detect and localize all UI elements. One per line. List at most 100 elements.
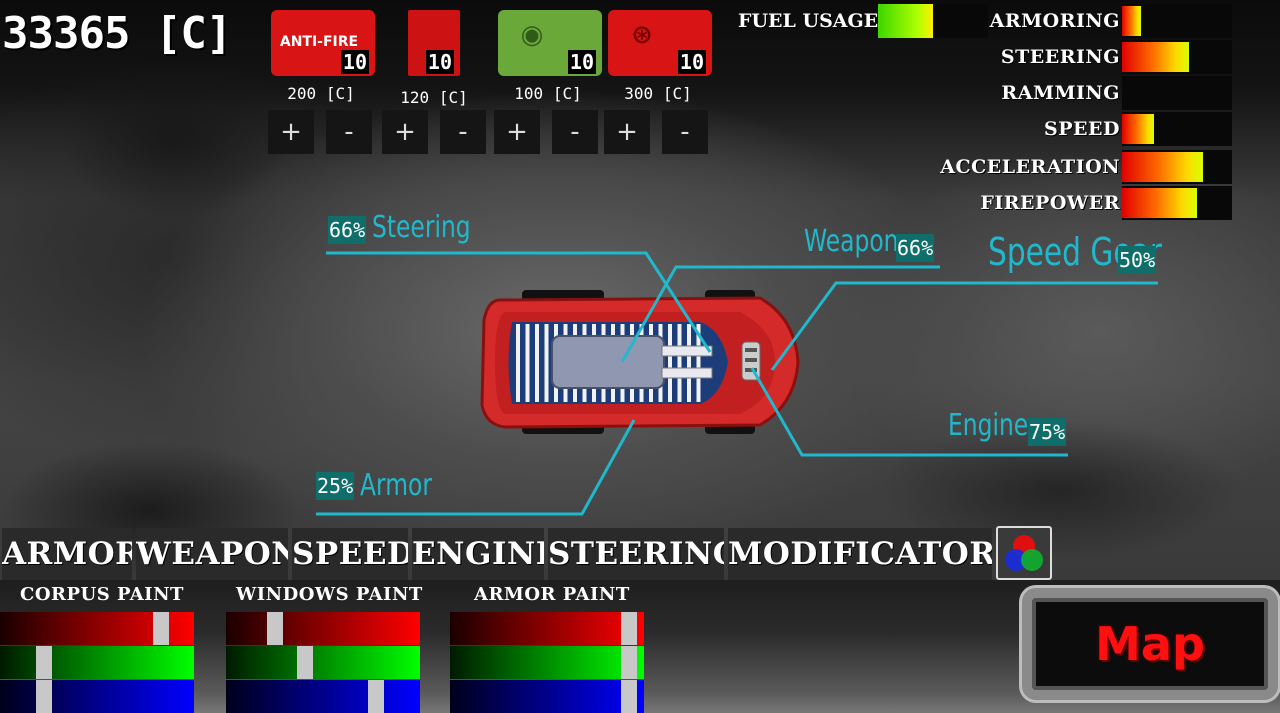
armor-percent: 25% [316, 472, 355, 500]
stat-bar-steering [1122, 40, 1232, 74]
slider-handle[interactable] [368, 680, 385, 713]
paint-channel-b[interactable] [0, 680, 194, 713]
map-button[interactable]: Map [1022, 588, 1278, 700]
ammo-plus-button[interactable]: + [604, 110, 650, 154]
fuel-can-qty: 10 [425, 50, 454, 74]
paint-channel-r[interactable] [226, 612, 420, 645]
slider-handle[interactable] [153, 612, 170, 645]
ammo-minus-button[interactable]: - [662, 110, 708, 154]
fuel-can-item: 10 [408, 10, 460, 76]
corpus-paint-sliders [0, 612, 194, 713]
engine-percent: 75% [1028, 418, 1067, 446]
hood-stripe [668, 324, 672, 402]
stat-fill-armoring [1122, 6, 1141, 36]
fuel-usage-bar [878, 4, 988, 38]
map-button-label: Map [1095, 617, 1205, 671]
anti-fire-item: ANTI-FIRE 10 [271, 10, 375, 76]
paint-channel-r[interactable] [450, 612, 644, 645]
ammo-qty: 10 [677, 50, 706, 74]
stat-bar-ramming [1122, 76, 1232, 110]
weapon-label: Weapon [804, 224, 899, 259]
weapon-percent: 66% [896, 234, 935, 262]
repair-kit-plus-button[interactable]: + [494, 110, 540, 154]
ammo-icon: ⊛ [631, 20, 653, 50]
stat-bar-firepower [1122, 186, 1232, 220]
fuel-can-price: 120 [C] [400, 88, 468, 107]
hood-stripe [687, 324, 691, 402]
windows-paint-title: WINDOWS PAINT [236, 584, 423, 605]
tab-steering[interactable]: STEERING [548, 528, 724, 580]
hood-stripe [535, 324, 539, 402]
weapon-line [620, 265, 940, 363]
engine-line [750, 367, 1068, 457]
floor-stain [60, 60, 290, 220]
slider-handle[interactable] [297, 646, 314, 679]
repair-kit-item: ◉ 10 [498, 10, 602, 76]
stat-fill-speed [1122, 114, 1154, 144]
stat-label-speed: SPEED [1044, 118, 1120, 140]
corpus-paint-title: CORPUS PAINT [20, 584, 184, 605]
hood-stripe [516, 324, 520, 402]
steering-percent: 66% [328, 216, 367, 244]
stat-label-firepower: FIREPOWER [980, 192, 1120, 214]
tab-weapon[interactable]: WEAPON [136, 528, 288, 580]
anti-fire-label: ANTI-FIRE [279, 34, 359, 50]
slider-handle[interactable] [35, 680, 52, 713]
repair-kit-minus-button[interactable]: - [552, 110, 598, 154]
paint-channel-b[interactable] [450, 680, 644, 713]
stat-label-steering: STEERING [1000, 46, 1120, 68]
tab-speed[interactable]: SPEED [292, 528, 408, 580]
weapon-turret [551, 335, 665, 389]
engine-label: Engine [948, 408, 1029, 443]
anti-fire-qty: 10 [340, 50, 369, 74]
paint-channel-g[interactable] [0, 646, 194, 679]
fuel-can-plus-button[interactable]: + [382, 110, 428, 154]
paint-toggle-button[interactable] [996, 526, 1052, 580]
paint-channel-b[interactable] [226, 680, 420, 713]
armor-label: Armor [360, 468, 432, 503]
anti-fire-price: 200 [C] [287, 84, 355, 103]
slider-handle[interactable] [620, 646, 637, 679]
anti-fire-minus-button[interactable]: - [326, 110, 372, 154]
stat-fill-acceleration [1122, 152, 1204, 182]
wrench-icon: ◉ [520, 20, 544, 50]
armor-paint-sliders [450, 612, 644, 713]
paint-channel-g[interactable] [226, 646, 420, 679]
weapon-barrel [661, 345, 713, 357]
stat-fill-steering [1122, 42, 1190, 72]
stat-bar-acceleration [1122, 150, 1232, 184]
stat-fill-firepower [1122, 188, 1197, 218]
car-diagram [316, 251, 1158, 516]
fuel-usage-fill [878, 4, 933, 38]
speed-gear-percent: 50% [1118, 246, 1157, 274]
windows-paint-sliders [226, 612, 420, 713]
hood-stripe [525, 324, 530, 402]
tab-engine[interactable]: ENGINE [412, 528, 544, 580]
slider-handle[interactable] [266, 612, 283, 645]
stat-label-armoring: ARMORING [989, 10, 1120, 32]
steering-line [326, 251, 712, 353]
tab-modificators[interactable]: MODIFICATORS [728, 528, 992, 580]
fuel-usage-label: FUEL USAGE [738, 10, 879, 32]
paint-channel-r[interactable] [0, 612, 194, 645]
fuel-can-minus-button[interactable]: - [440, 110, 486, 154]
slider-handle[interactable] [620, 612, 637, 645]
hood-stripe [544, 324, 549, 402]
repair-kit-qty: 10 [567, 50, 596, 74]
armor-paint-title: ARMOR PAINT [474, 584, 630, 605]
paint-channel-g[interactable] [450, 646, 644, 679]
slider-handle[interactable] [620, 680, 637, 713]
hood-stripe [677, 324, 682, 402]
stat-bar-speed [1122, 112, 1232, 146]
anti-fire-plus-button[interactable]: + [268, 110, 314, 154]
ammo-item: ⊛ 10 [608, 10, 712, 76]
stat-label-acceleration: ACCELERATION [940, 156, 1120, 178]
armor-line [316, 419, 636, 516]
stat-label-ramming: RAMMING [1001, 82, 1120, 104]
credits-counter: 33365 [C] [2, 8, 232, 59]
slider-handle[interactable] [35, 646, 52, 679]
rgb-palette-icon [1005, 535, 1043, 571]
tab-armor[interactable]: ARMOR [2, 528, 132, 580]
speed-gear-line [770, 281, 1158, 371]
hood-stripe [696, 324, 701, 402]
